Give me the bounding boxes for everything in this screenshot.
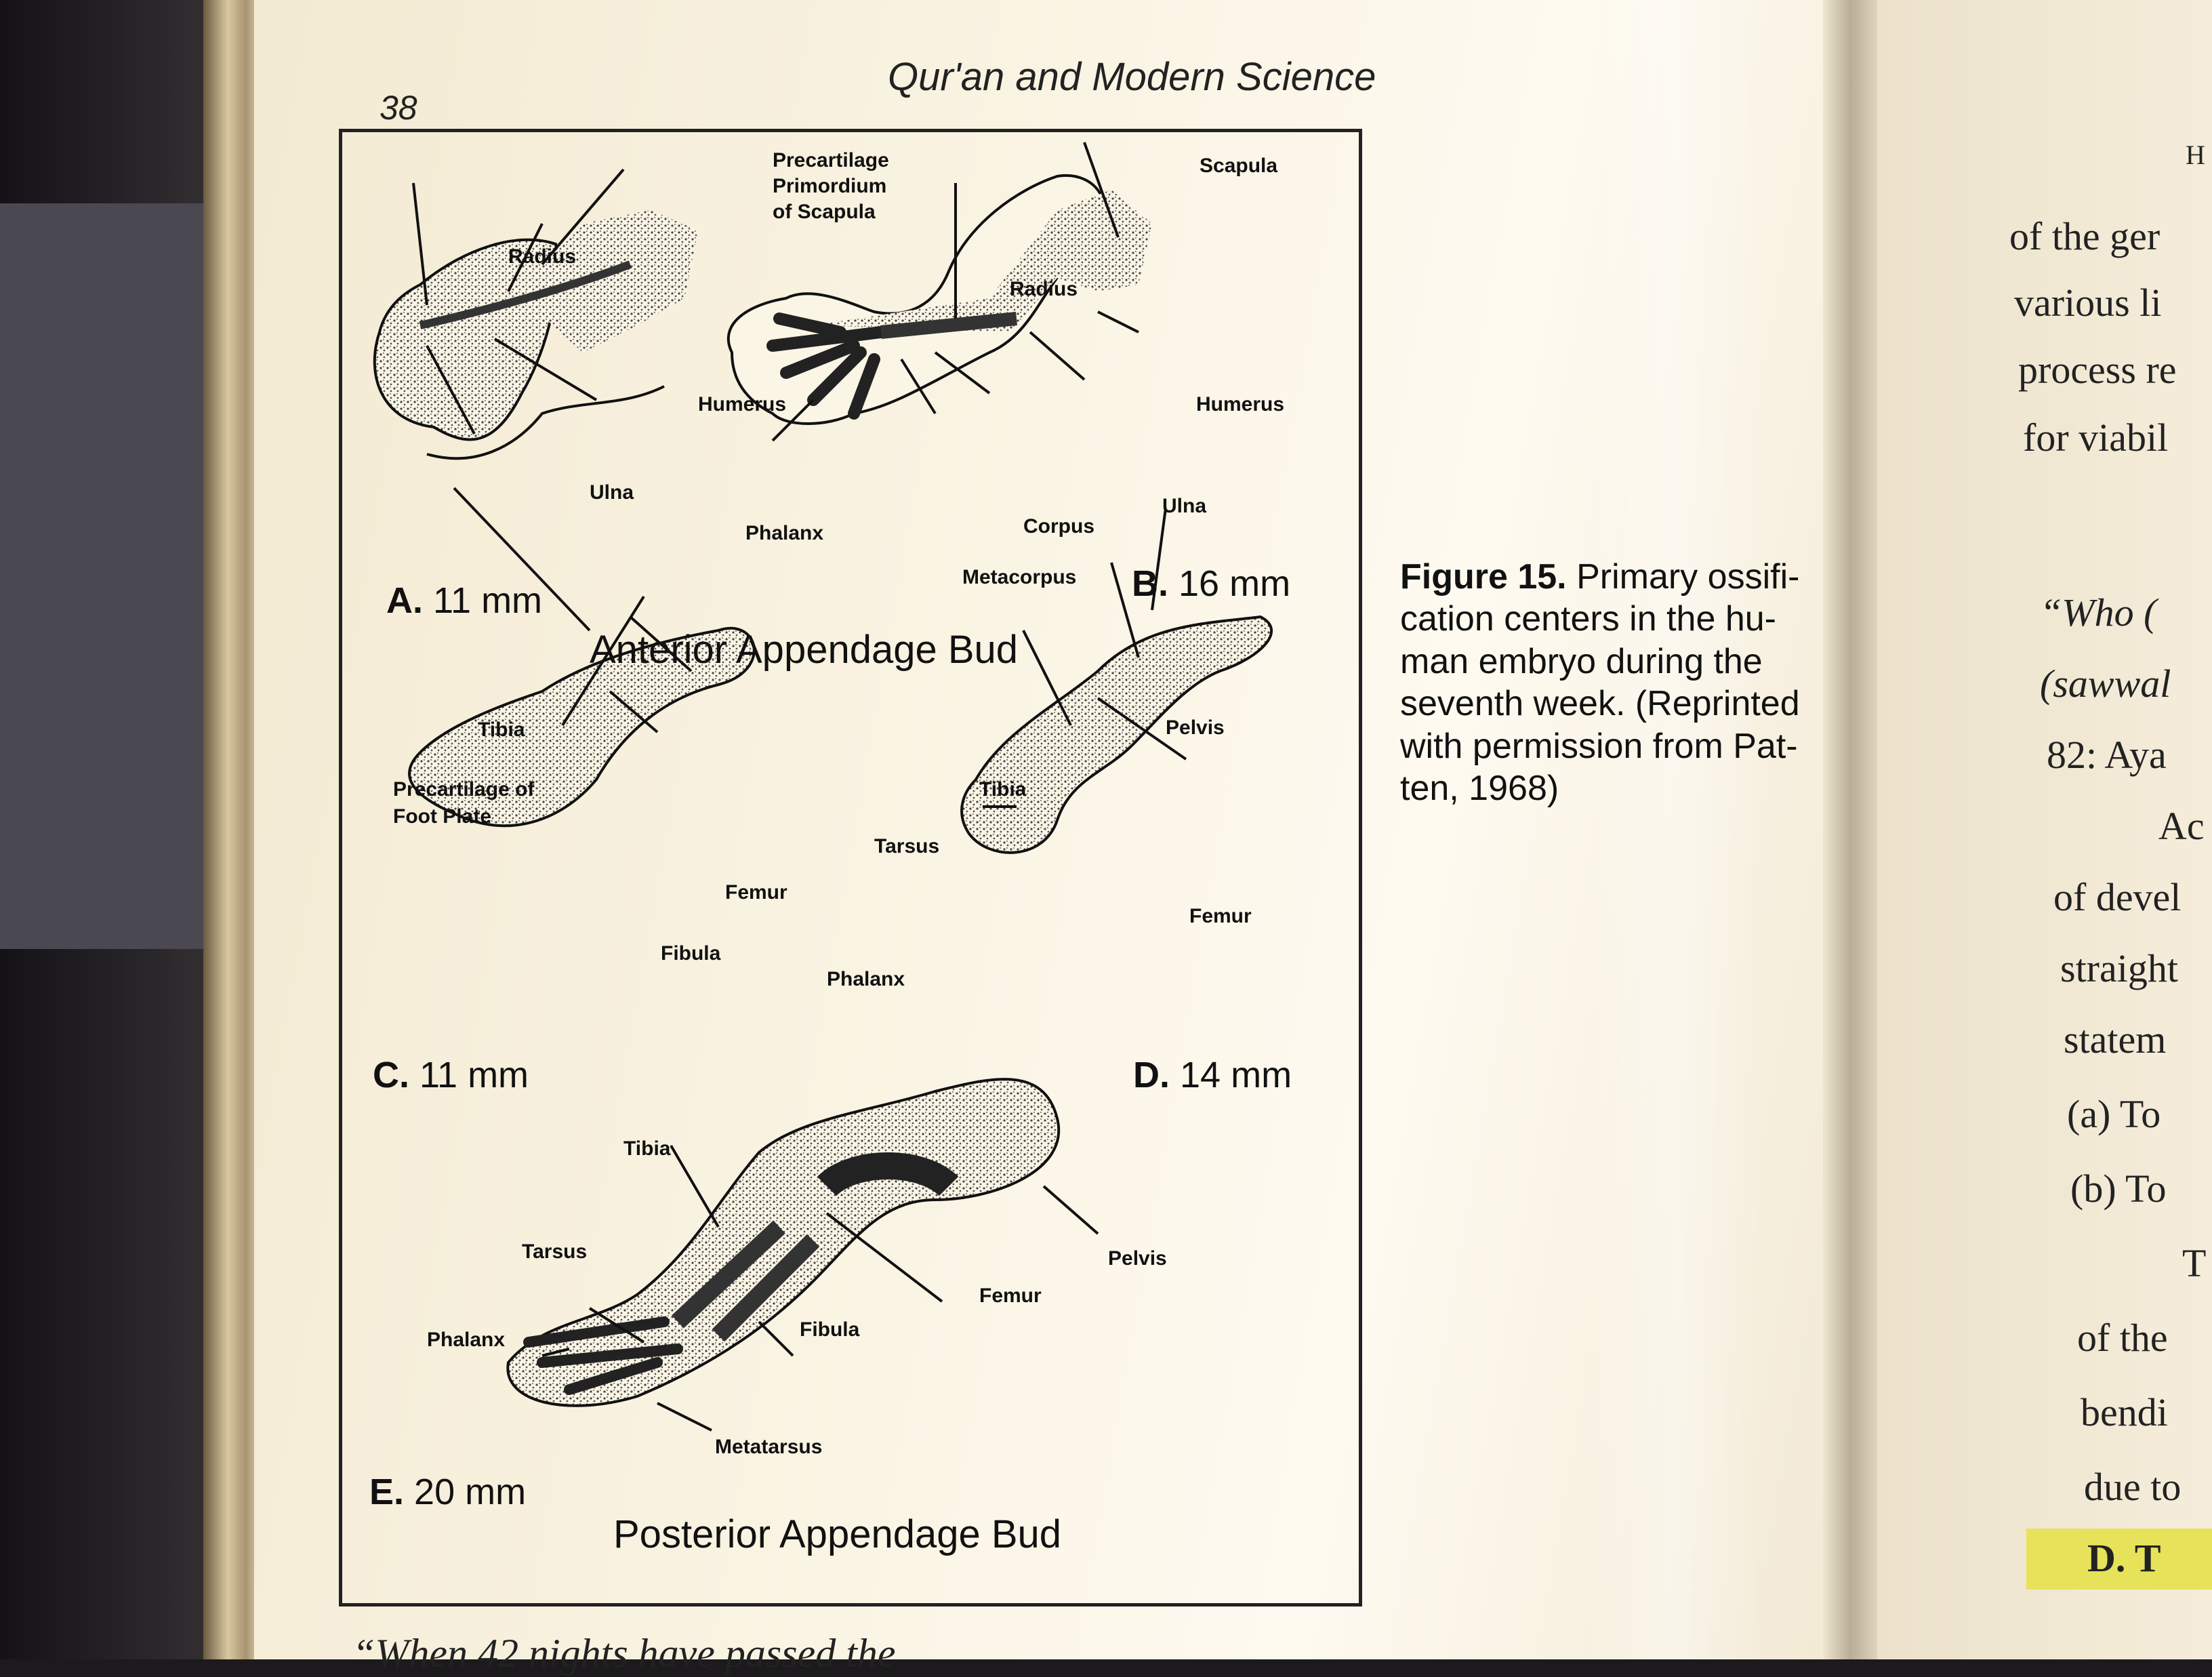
label-pelvis-e: Pelvis	[1108, 1247, 1167, 1270]
label-humerus-a: Humerus	[698, 393, 787, 416]
stage-label-a: A. 11 mm	[386, 580, 543, 621]
label-precartilage: Precartilage	[773, 149, 889, 171]
stage-label-e: E. 20 mm	[369, 1472, 527, 1512]
label-femur-c: Femur	[725, 881, 787, 904]
right-page-line: bendi	[2081, 1390, 2168, 1434]
label-metatarsus-e: Metatarsus	[715, 1436, 823, 1458]
posterior-bud-title: Posterior Appendage Bud	[613, 1512, 1062, 1556]
label-metacorpus-b: Metacorpus	[962, 566, 1077, 588]
label-radius-b: Radius	[1010, 278, 1078, 300]
label-tibia-e: Tibia	[623, 1137, 671, 1160]
embryo-limb-illustration	[373, 142, 1273, 1432]
right-page-line: process re	[2018, 348, 2177, 392]
label-phalanx-d: Phalanx	[827, 968, 905, 990]
right-page-line: straight	[2060, 946, 2178, 990]
bottom-text-line: “When 42 nights have passed the	[352, 1631, 896, 1676]
label-tibia-d: Tibia	[979, 778, 1027, 801]
label-tarsus-e: Tarsus	[522, 1240, 588, 1263]
label-scapula-b: Scapula	[1200, 155, 1278, 177]
label-femur-e: Femur	[979, 1285, 1042, 1307]
label-pelvis-d: Pelvis	[1166, 716, 1225, 739]
right-page-line: (b) To	[2070, 1167, 2167, 1211]
background-object	[0, 203, 224, 949]
label-ulna-b: Ulna	[1162, 495, 1207, 517]
panel-b-drawing	[726, 142, 1152, 442]
right-page-line: (a) To	[2067, 1092, 2161, 1136]
label-tibia-c: Tibia	[478, 719, 525, 741]
right-page-line: statem	[2064, 1017, 2167, 1062]
running-head: Qur'an and Modern Science	[888, 55, 1376, 99]
right-page-line: due to	[2084, 1465, 2182, 1509]
right-page-line: Ac	[2158, 804, 2205, 848]
panel-d-drawing	[960, 508, 1273, 854]
label-fibula-c: Fibula	[661, 942, 721, 965]
label-femur-d: Femur	[1189, 905, 1252, 927]
stage-label-c: C. 11 mm	[373, 1055, 529, 1095]
highlighter-mark	[2026, 1529, 2212, 1590]
right-page-line: of devel	[2053, 875, 2182, 919]
label-phalanx-b: Phalanx	[745, 522, 824, 544]
page-number: 38	[380, 89, 417, 127]
panel-e-drawing	[506, 1078, 1099, 1432]
right-page-line: various li	[2014, 281, 2162, 325]
right-page-line: H	[2186, 140, 2205, 170]
label-primordium: Primordium	[773, 175, 887, 197]
stage-label-d: D. 14 mm	[1133, 1055, 1292, 1095]
caption-label: Figure 15.	[1400, 557, 1567, 597]
label-fibula-e: Fibula	[800, 1318, 860, 1341]
label-phalanx-e: Phalanx	[427, 1329, 506, 1351]
right-page-line: T	[2182, 1241, 2207, 1285]
light-glare	[1586, 0, 1762, 1659]
figure-frame	[339, 129, 1362, 1607]
anterior-bud-title: Anterior Appendage Bud	[590, 628, 1019, 672]
label-humerus-b: Humerus	[1196, 393, 1285, 416]
label-corpus-b: Corpus	[1023, 515, 1094, 538]
book-gutter	[1823, 0, 1884, 1659]
label-of-scapula: of Scapula	[773, 201, 876, 223]
label-precartilage-c1: Precartilage of	[393, 778, 535, 801]
right-page-line: for viabil	[2023, 416, 2169, 460]
right-page-line: (sawwal	[2040, 662, 2171, 706]
right-page-line: 82: Aya	[2047, 733, 2167, 777]
right-page-line: of the ger	[2009, 214, 2160, 258]
label-precartilage-c2: Foot Plate	[393, 805, 492, 828]
label-radius-a: Radius	[508, 245, 577, 268]
label-tarsus-d: Tarsus	[874, 835, 940, 857]
right-page-line: D. T	[2087, 1536, 2161, 1580]
right-page	[1877, 0, 2212, 1659]
figure-caption: Figure 15. Primary ossifi-cation centers…	[1400, 556, 1820, 809]
stage-label-b: B. 16 mm	[1132, 563, 1291, 604]
right-page-line: of the	[2077, 1316, 2168, 1360]
panel-a-drawing	[373, 168, 698, 460]
label-ulna-a: Ulna	[590, 481, 634, 504]
right-page-line: “Who (	[2040, 590, 2157, 634]
caption-text: Primary ossifi-cation centers in the hu-…	[1400, 557, 1800, 808]
panel-c-drawing	[408, 487, 756, 828]
